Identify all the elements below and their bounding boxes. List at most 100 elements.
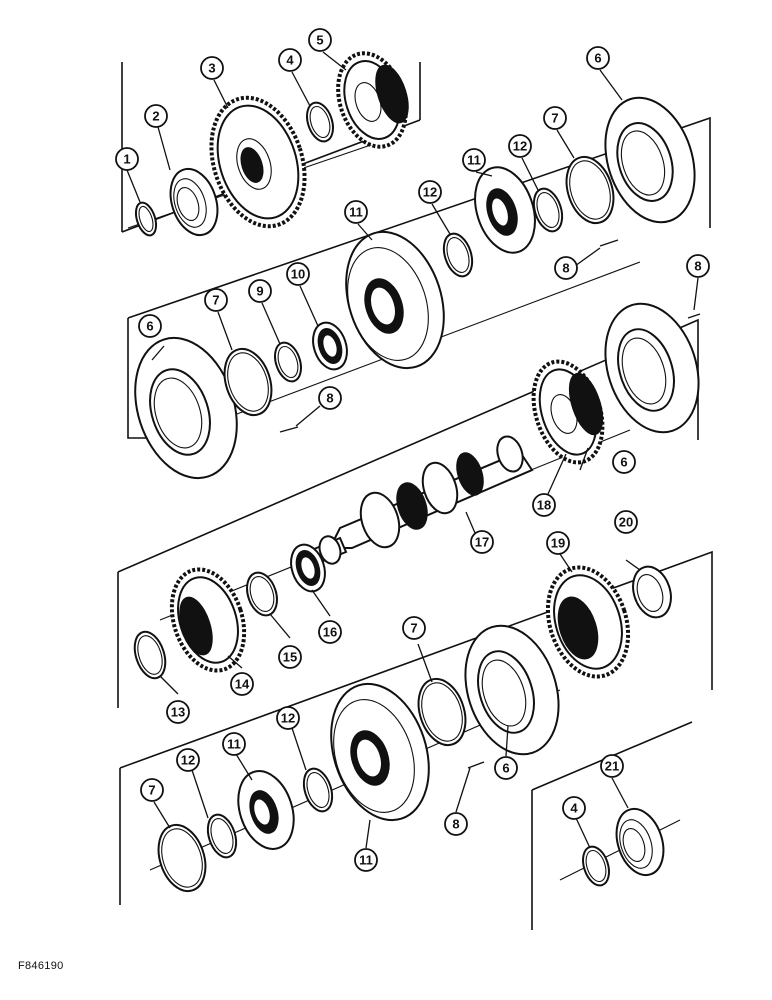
callout-label: 16 (323, 625, 337, 640)
callout-21: 21 (600, 754, 624, 778)
callout-label: 12 (181, 753, 195, 768)
callout-15: 15 (278, 645, 302, 669)
hub-11-low (330, 682, 430, 822)
callout-12-low-a: 12 (276, 706, 300, 730)
callout-8-mid-left: 8 (318, 386, 342, 410)
callout-14: 14 (230, 672, 254, 696)
pin-8-mid-left (279, 426, 299, 433)
callout-label: 3 (208, 61, 215, 76)
plate-6-top (604, 96, 696, 224)
washer-20 (632, 565, 672, 619)
callout-18: 18 (532, 493, 556, 517)
ring-12-low-a (302, 767, 334, 813)
callout-7-low-b: 7 (140, 778, 164, 802)
callout-label: 2 (152, 109, 159, 124)
gear-19 (545, 565, 631, 679)
hub-11-mid (345, 230, 445, 370)
callout-6-left: 6 (138, 314, 162, 338)
callout-7-top: 7 (543, 106, 567, 130)
ring-7-mid (223, 347, 273, 417)
main-shaft-17 (298, 435, 534, 570)
callout-11-hub: 11 (344, 200, 368, 224)
pin-8-top (599, 239, 619, 247)
callout-12-top-b: 12 (508, 134, 532, 158)
callout-1: 1 (115, 147, 139, 171)
callout-label: 11 (349, 205, 363, 220)
callout-label: 8 (326, 391, 333, 406)
callout-label: 6 (146, 319, 153, 334)
callout-label: 12 (423, 185, 437, 200)
callout-label: 19 (551, 536, 565, 551)
pin-8-mid-right (687, 313, 701, 319)
callout-13: 13 (166, 700, 190, 724)
callout-label: 8 (562, 261, 569, 276)
plate-6-right (604, 302, 700, 434)
callout-4-low: 4 (562, 796, 586, 820)
callout-label: 14 (235, 677, 250, 692)
callout-6-low: 6 (494, 756, 518, 780)
callout-8-mid-right: 8 (686, 254, 710, 278)
callout-label: 17 (475, 535, 489, 550)
snap-ring-4-top (306, 101, 334, 143)
callout-label: 15 (283, 650, 297, 665)
callout-label: 18 (537, 498, 551, 513)
callout-label: 5 (316, 33, 323, 48)
callout-19: 19 (546, 531, 570, 555)
snap-ring-13 (133, 630, 167, 680)
callout-label: 6 (502, 761, 509, 776)
ring-12-top-b (532, 187, 564, 233)
bearing-16 (290, 543, 326, 593)
figure-id-label: F846190 (18, 960, 64, 972)
callout-6-right: 6 (612, 450, 636, 474)
callout-label: 12 (513, 139, 527, 154)
gear-18 (531, 359, 605, 465)
callout-17: 17 (470, 530, 494, 554)
ring-7-low-b (157, 823, 207, 893)
callout-16: 16 (318, 620, 342, 644)
callout-20: 20 (614, 510, 638, 534)
callout-label: 21 (605, 759, 619, 774)
bearing-21 (615, 807, 665, 877)
callout-label: 7 (212, 293, 219, 308)
callout-label: 11 (467, 153, 481, 168)
pin-8-low (467, 761, 485, 769)
callout-label: 7 (551, 111, 558, 126)
callout-label: 8 (452, 817, 459, 832)
callout-6-top: 6 (586, 46, 610, 70)
ring-9 (274, 341, 302, 383)
synchronizer-11-top (474, 166, 536, 254)
callout-7-mid: 7 (204, 288, 228, 312)
snap-ring-1 (134, 201, 158, 237)
ring-12-top-a (442, 232, 474, 278)
bearing-2 (169, 167, 219, 237)
callout-label: 10 (291, 267, 305, 282)
ring-7-top (565, 155, 615, 225)
callout-4-top: 4 (278, 48, 302, 72)
plate-6-low (464, 624, 560, 756)
leader-lines (126, 51, 699, 849)
callout-5: 5 (308, 28, 332, 52)
callout-label: 7 (410, 621, 417, 636)
bearing-10 (312, 321, 348, 371)
synchronizer-11-low (237, 770, 295, 850)
callout-11-hub-low: 11 (354, 848, 378, 872)
callout-2: 2 (144, 104, 168, 128)
callout-label: 1 (123, 152, 130, 167)
callout-label: 20 (619, 515, 633, 530)
callout-3: 3 (200, 56, 224, 80)
callout-label: 11 (227, 737, 241, 752)
panel-outlines (117, 62, 713, 930)
callout-8-low: 8 (444, 812, 468, 836)
plate-6-left (134, 336, 238, 480)
callout-8-top: 8 (554, 256, 578, 280)
gear-3 (209, 95, 307, 229)
callout-label: 11 (359, 853, 373, 868)
callout-11-top-sync: 11 (462, 148, 486, 172)
callout-12-top-a: 12 (418, 180, 442, 204)
callout-10: 10 (286, 262, 310, 286)
callout-7-low-a: 7 (402, 616, 426, 640)
callout-label: 8 (694, 259, 701, 274)
callout-label: 6 (620, 455, 627, 470)
callout-12-low-b: 12 (176, 748, 200, 772)
